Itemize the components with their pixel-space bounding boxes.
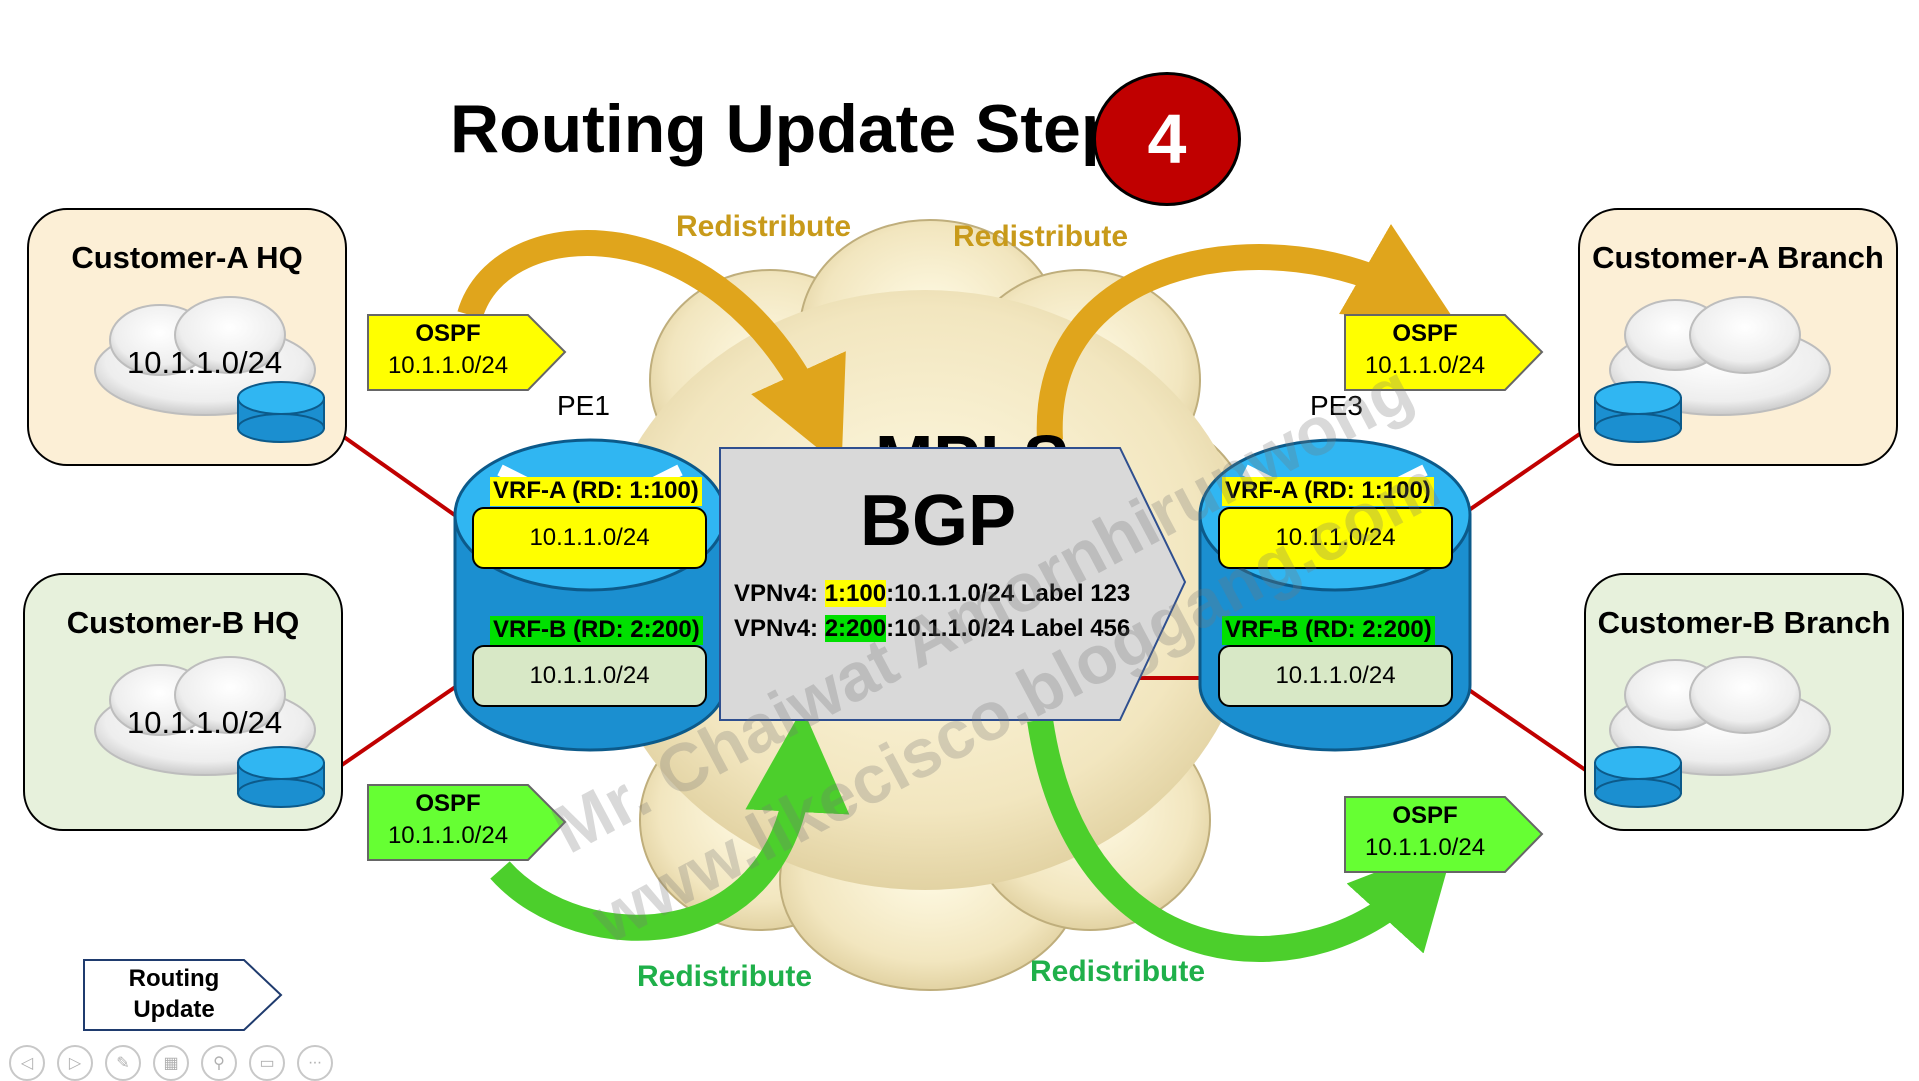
vpnv4-prefix: VPNv4: (734, 615, 825, 642)
pe3-vrf-a-header: VRF-A (RD: 1:100) (1222, 477, 1434, 506)
pe1-vrf-a-route: 10.1.1.0/24 (472, 507, 707, 569)
pen-icon[interactable]: ✎ (105, 1045, 141, 1081)
bgp-vpnv4-route-b: VPNv4: 2:200:10.1.1.0/24 Label 456 (734, 615, 1130, 643)
site-customer-a-branch: Customer-A Branch (1578, 208, 1898, 466)
ospf-tag-b-right-text: OSPF 10.1.1.0/24 (1345, 800, 1505, 865)
legend-line-1: Routing (128, 965, 220, 992)
site-customer-b-hq: Customer-B HQ (23, 573, 343, 831)
ospf-protocol: OSPF (415, 320, 481, 347)
ospf-protocol: OSPF (1392, 320, 1458, 347)
step-badge: 4 (1093, 72, 1241, 206)
more-icon[interactable]: ∙∙∙ (297, 1045, 333, 1081)
legend-line-2: Update (133, 996, 215, 1024)
pe3-vrf-a-route: 10.1.1.0/24 (1218, 507, 1453, 569)
ospf-prefix: 10.1.1.0/24 (1364, 834, 1486, 862)
pe1-vrf-b-header: VRF-B (RD: 2:200) (490, 616, 703, 645)
redistribute-label-bottom-right: Redistribute (1030, 955, 1206, 988)
slideshow-controls: ◁ ▷ ✎ ▦ ⚲ ▭ ∙∙∙ (9, 1045, 333, 1081)
site-network: 10.1.1.0/24 (127, 345, 283, 380)
ospf-prefix: 10.1.1.0/24 (387, 352, 509, 380)
ospf-protocol: OSPF (415, 790, 481, 817)
route-distinguisher: 1:100 (824, 580, 887, 607)
legend-routing-update: Routing Update (84, 963, 264, 1025)
subtitle-icon[interactable]: ▭ (249, 1045, 285, 1081)
pe1-label: PE1 (557, 390, 610, 421)
pe3-vrf-b-header: VRF-B (RD: 2:200) (1222, 616, 1435, 645)
pe3-label: PE3 (1310, 390, 1363, 421)
slide-title: Routing Update Step (450, 91, 1123, 167)
ospf-tag-a-right-text: OSPF 10.1.1.0/24 (1345, 318, 1505, 383)
redistribute-arrow-bottom-left (490, 708, 850, 941)
redistribute-label-top-left: Redistribute (676, 210, 852, 243)
site-title: Customer-B Branch (1597, 605, 1891, 640)
site-title: Customer-A HQ (71, 240, 303, 275)
zoom-icon[interactable]: ⚲ (201, 1045, 237, 1081)
site-customer-b-branch: Customer-B Branch (1584, 573, 1904, 831)
bgp-vpnv4-route-a: VPNv4: 1:100:10.1.1.0/24 Label 123 (734, 580, 1130, 608)
next-icon[interactable]: ▷ (57, 1045, 93, 1081)
pe3-vrf-b-route: 10.1.1.0/24 (1218, 645, 1453, 707)
site-customer-a-hq: Customer-A HQ (27, 208, 347, 466)
redistribute-arrow-bottom-right (1027, 718, 1456, 962)
vpnv4-route-label: :10.1.1.0/24 Label 456 (886, 615, 1131, 642)
bgp-title: BGP (860, 481, 1017, 561)
redistribute-arrow-top-right (1036, 223, 1456, 441)
pe1-vrf-b-route: 10.1.1.0/24 (472, 645, 707, 707)
vpnv4-prefix: VPNv4: (734, 580, 825, 607)
ospf-tag-a-left-text: OSPF 10.1.1.0/24 (368, 318, 528, 383)
redistribute-label-bottom-left: Redistribute (637, 960, 813, 993)
slides-icon[interactable]: ▦ (153, 1045, 189, 1081)
site-title: Customer-B HQ (66, 605, 300, 640)
ospf-prefix: 10.1.1.0/24 (1364, 352, 1486, 380)
redistribute-arrow-top-left (457, 230, 846, 468)
ospf-protocol: OSPF (1392, 802, 1458, 829)
site-title: Customer-A Branch (1592, 240, 1884, 275)
redistribute-label-top-right: Redistribute (953, 220, 1129, 253)
route-distinguisher: 2:200 (824, 615, 887, 642)
prev-icon[interactable]: ◁ (9, 1045, 45, 1081)
ospf-prefix: 10.1.1.0/24 (387, 822, 509, 850)
pe1-vrf-a-header: VRF-A (RD: 1:100) (490, 477, 702, 506)
vpnv4-route-label: :10.1.1.0/24 Label 123 (886, 580, 1131, 607)
ospf-tag-b-left-text: OSPF 10.1.1.0/24 (368, 788, 528, 853)
site-network: 10.1.1.0/24 (127, 705, 283, 740)
